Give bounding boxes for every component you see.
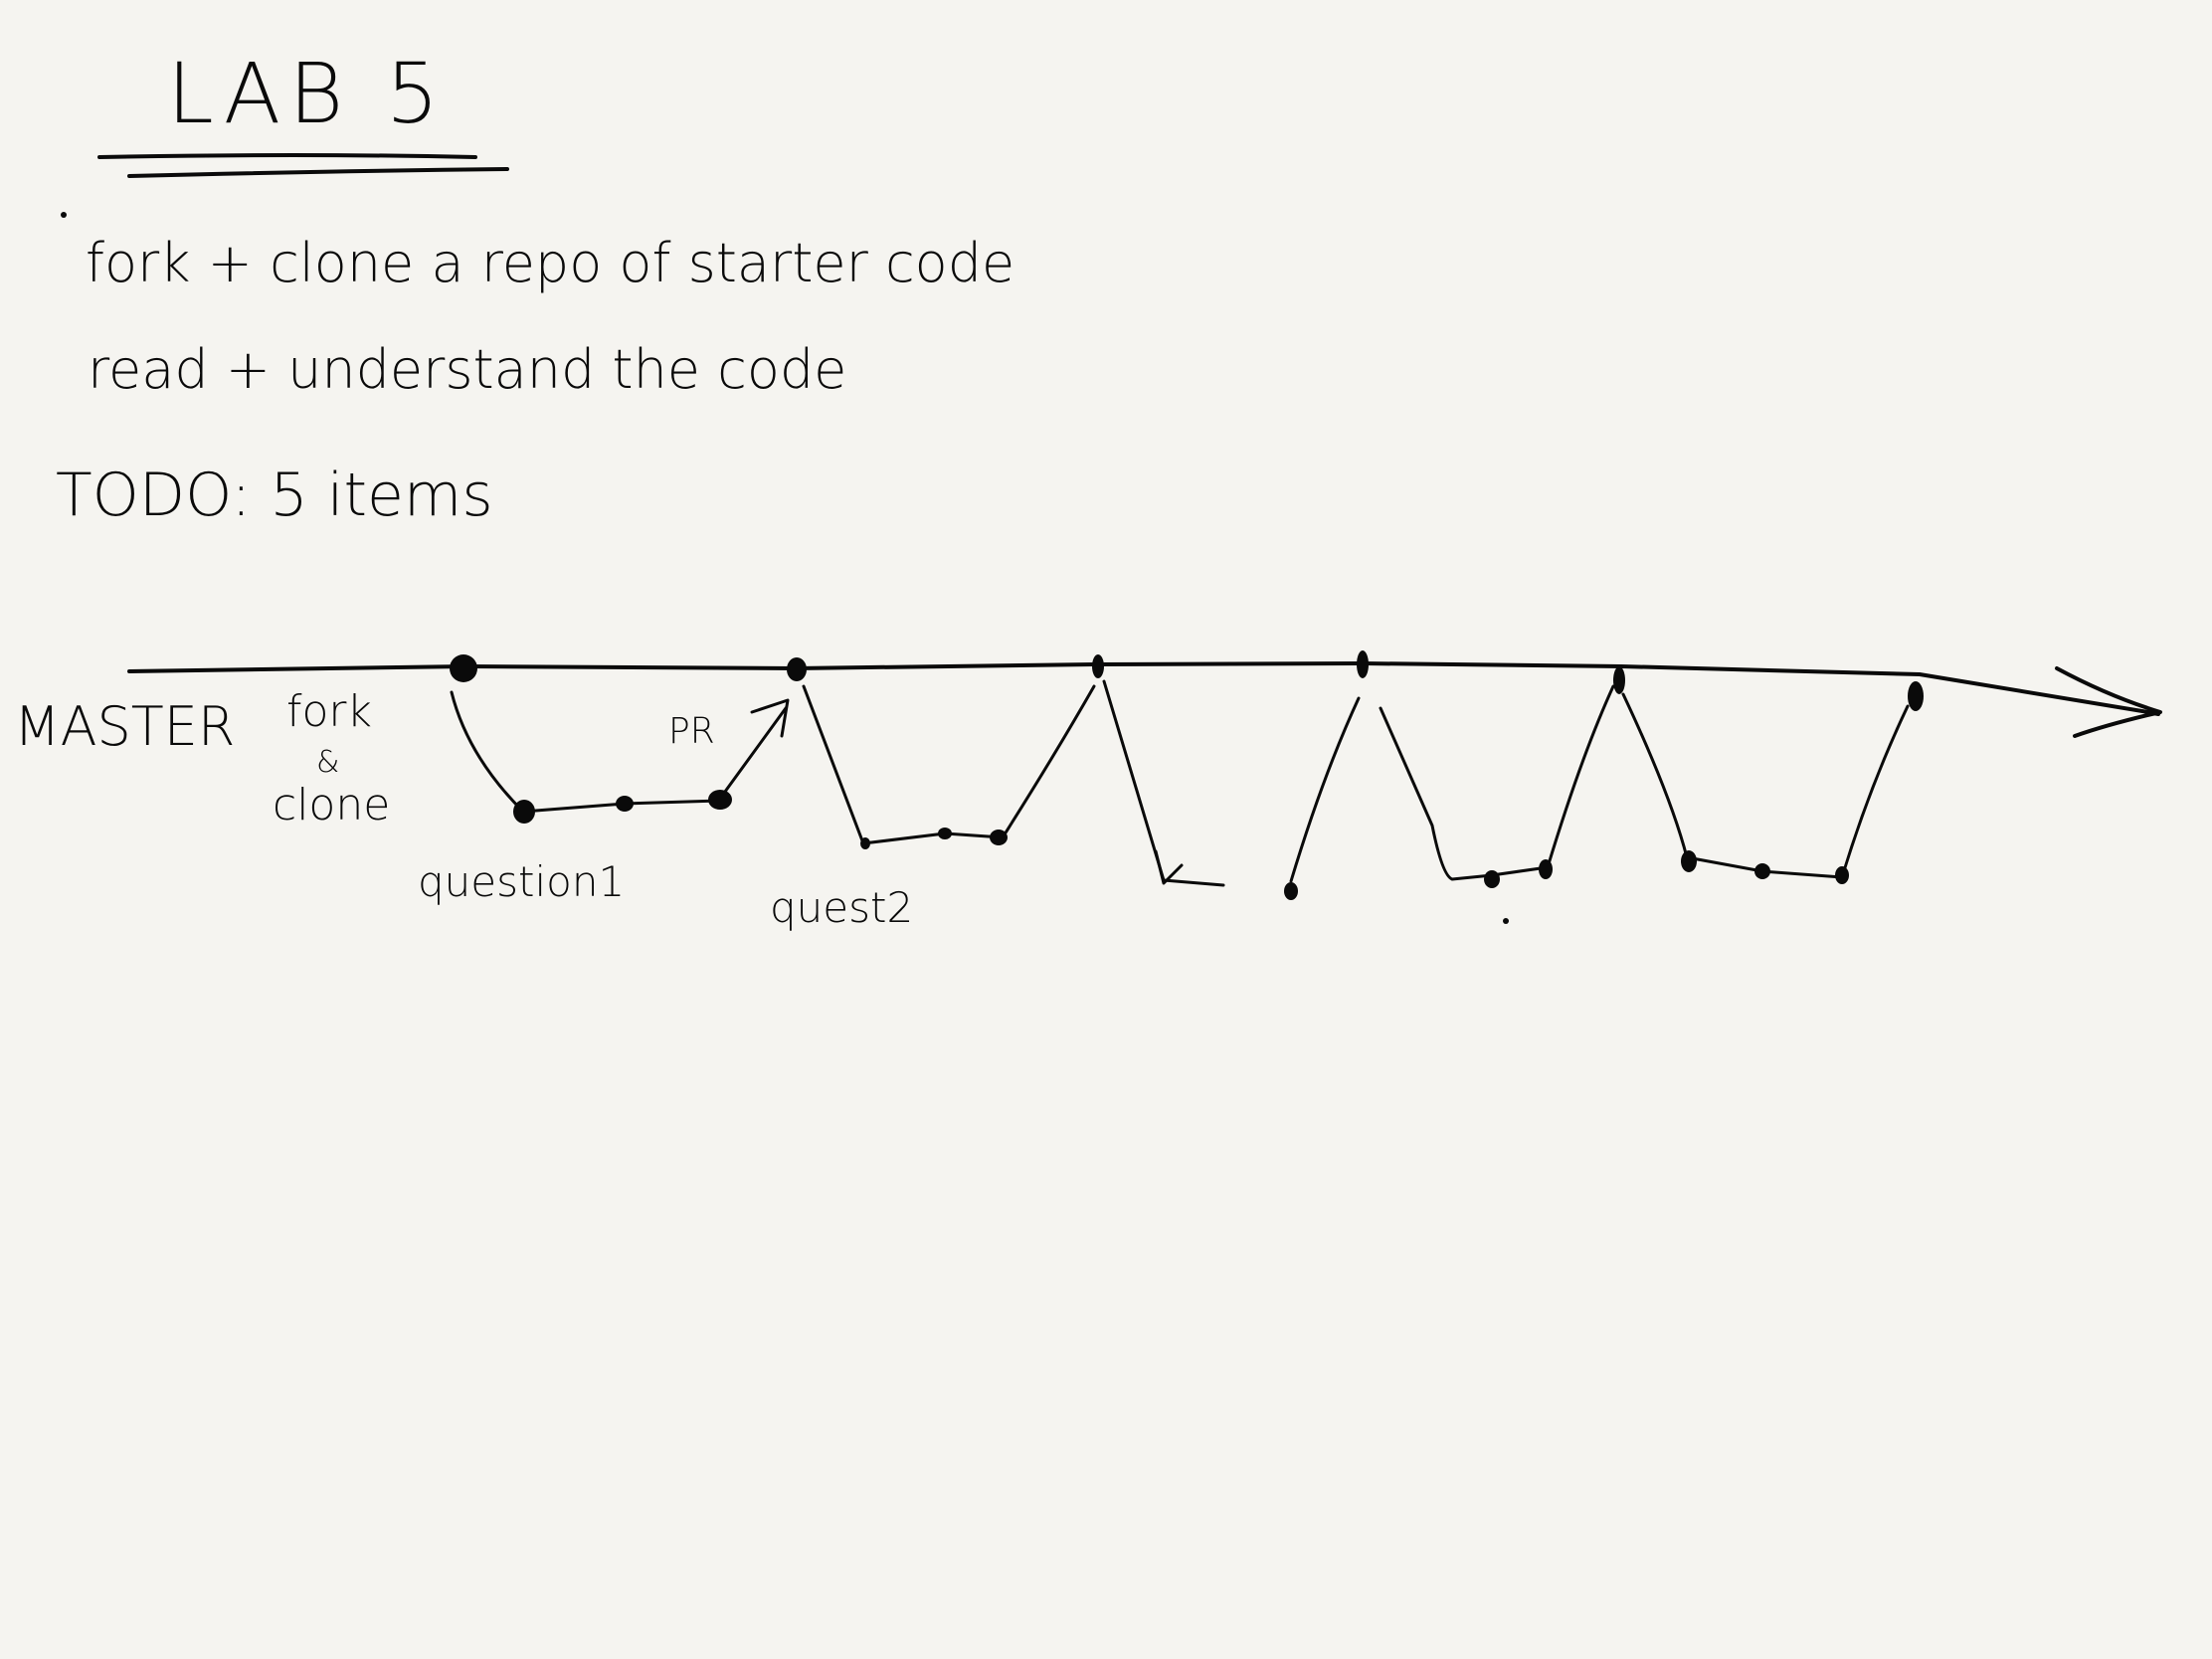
branch-5-commit-1 [1681,850,1697,872]
branch-1-commit-2 [616,796,634,812]
branch-2-line [802,684,1096,845]
title-underline-2 [127,167,509,178]
branch-2-commit-3 [990,830,1008,845]
branch-3-line [1102,679,1225,887]
master-commit-6 [1908,681,1924,711]
master-arrow-head [2055,666,2162,738]
branch-1-pr-arrow-head [750,698,790,738]
fork-label-line-3: clone [273,780,391,830]
title-underline-1 [97,153,477,159]
master-commit-1 [450,654,477,682]
master-commit-2 [787,657,807,681]
master-commit-5 [1613,666,1625,694]
master-commit-4 [1357,650,1369,678]
branch-4-commit-2 [1539,859,1553,879]
branch-5-commit-3 [1835,866,1849,884]
branch-2-label: quest2 [770,883,914,932]
branch-4-line [1379,684,1615,881]
branch-5-line [1621,692,1910,879]
branch-1-label: question1 [418,857,626,906]
note-line-2: read + understand the code [88,338,847,401]
branch-4-commit-1 [1484,870,1500,888]
master-label: MASTER [14,695,236,758]
branch-5-commit-2 [1754,863,1770,879]
todo-note: TODO: 5 items [56,461,493,530]
branch-1-commit-3 [708,790,732,810]
branch-1-commit-1 [513,800,535,824]
fork-label-line-2: & [316,745,340,780]
branch-3-arrow-head [1154,849,1184,885]
master-commit-3 [1092,654,1104,678]
fork-label-line-1: fork [286,686,372,737]
branch-3-commit-1 [1215,878,1231,896]
branch-3-return-line [1289,696,1361,883]
page-title: LAB 5 [167,45,448,142]
branch-2-commit-2 [938,828,952,839]
master-trunk-line [127,661,2160,716]
pr-label: PR [668,711,715,752]
branch-2-commit-1 [860,837,870,849]
branch-1-line [450,690,722,814]
branch-3-commit-2 [1284,882,1298,900]
branch-1-pr-arrow [720,706,788,798]
note-line-1: fork + clone a repo of starter code [86,232,1015,294]
stray-dot [61,212,67,218]
branch-4-stray-dot [1503,918,1509,924]
